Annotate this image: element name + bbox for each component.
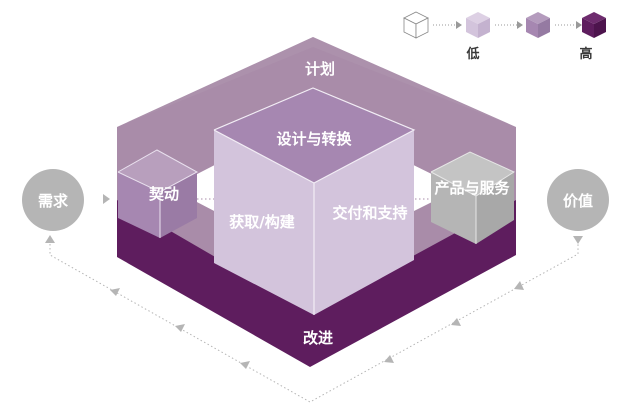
demand-arrow (103, 194, 110, 204)
legend-arrow (456, 21, 462, 29)
deliver-label: 交付和支持 (332, 204, 407, 222)
legend-cube-dark (582, 12, 606, 38)
obtain-label: 获取/构建 (229, 213, 295, 231)
loop-arrow (240, 361, 250, 369)
legend-high-label: 高 (579, 46, 592, 62)
loop-arrow (384, 355, 394, 363)
legend-low-label: 低 (465, 46, 479, 62)
plan-label: 计划 (305, 60, 335, 78)
loop-arrow-up (45, 235, 55, 243)
loop-arrow (175, 324, 185, 332)
legend-arrow (517, 21, 523, 29)
legend-arrow (576, 21, 582, 29)
design-label: 设计与转换 (276, 130, 352, 148)
demand-node: 需求 (22, 169, 110, 231)
engage-cube: 契动 (117, 149, 199, 238)
legend: 低 高 (403, 11, 606, 62)
legend-cube-mid (526, 12, 550, 38)
obtain-face (214, 130, 314, 315)
central-cube: 设计与转换 获取/构建 交付和支持 (213, 87, 416, 315)
legend-cube-white (403, 11, 429, 39)
demand-label: 需求 (38, 192, 69, 210)
loop-arrow (110, 288, 120, 296)
engage-label: 契动 (148, 185, 179, 203)
value-label: 价值 (563, 192, 593, 210)
legend-cube-light (466, 12, 490, 38)
loop-arrow (451, 318, 461, 326)
deliver-face (314, 130, 414, 315)
value-node: 价值 (547, 169, 609, 231)
loop-arrow (514, 281, 524, 290)
loop-arrow-down (573, 236, 583, 244)
design-face (214, 88, 414, 183)
product-cube: 产品与服务 (430, 151, 516, 244)
improve-label: 改进 (303, 329, 333, 347)
feedback-loop (45, 235, 583, 403)
product-label: 产品与服务 (434, 179, 510, 197)
